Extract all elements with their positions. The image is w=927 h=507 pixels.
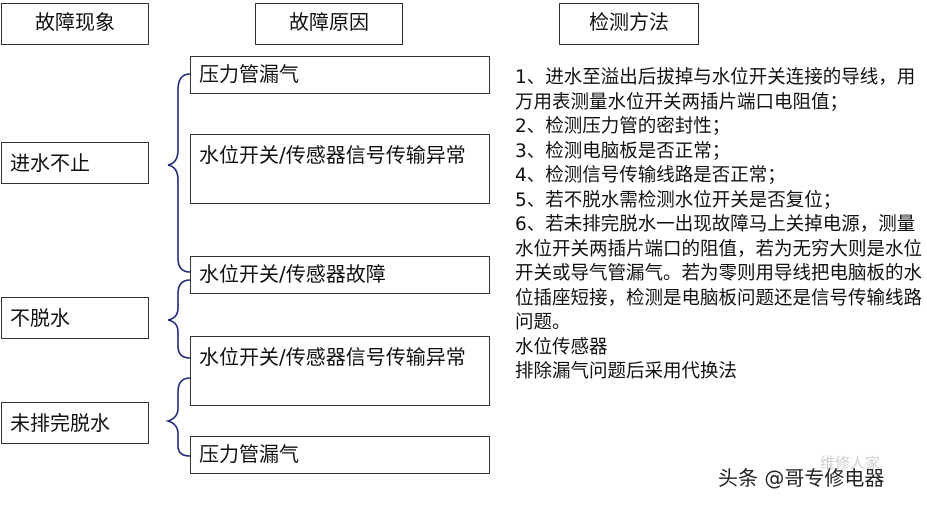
detection-methods: 1、进水至溢出后拔掉与水位开关连接的导线，用万用表测量水位开关两插片端口电阻值；…: [515, 66, 925, 385]
brace-no-spin: [167, 279, 191, 359]
method-item: 4、检测信号传输线路是否正常；: [515, 165, 786, 186]
cause-label-4: 压力管漏气: [199, 442, 299, 466]
method-item: 水位传感器: [515, 336, 608, 358]
watermark: 头条 @哥专修电器: [718, 466, 885, 490]
brace-spin-before-drain: [165, 377, 191, 457]
method-item: 排除漏气问题后采用代换法: [515, 361, 738, 382]
cause-label-1: 水位开关/传感器信号传输异常: [199, 143, 466, 167]
header-method-label: 检测方法: [589, 10, 669, 34]
method-item: 3、检测电脑板是否正常；: [515, 140, 731, 162]
cause-label-3: 水位开关/传感器信号传输异常: [199, 345, 466, 369]
header-method: 检测方法: [559, 3, 699, 45]
phenomenon-label-0: 进水不止: [10, 151, 90, 175]
watermark-ghost: 维修人家: [820, 454, 881, 472]
cause-signal-transmission-2: 水位开关/传感器信号传输异常: [190, 336, 490, 406]
phenomenon-no-stop-water: 进水不止: [1, 142, 149, 184]
cause-pressure-tube-leak-1: 压力管漏气: [190, 56, 490, 94]
cause-pressure-tube-leak-2: 压力管漏气: [190, 436, 490, 474]
cause-label-0: 压力管漏气: [199, 62, 299, 86]
phenomenon-no-spin: 不脱水: [1, 297, 149, 339]
header-cause-label: 故障原因: [289, 10, 369, 34]
cause-label-2: 水位开关/传感器故障: [199, 262, 386, 286]
method-item: 1、进水至溢出后拔掉与水位开关连接的导线，用万用表测量水位开关两插片端口电阻值；: [515, 67, 916, 113]
brace-no-stop-water: [167, 73, 191, 273]
phenomenon-spin-before-drain: 未排完脱水: [1, 402, 149, 444]
header-cause: 故障原因: [255, 3, 403, 45]
cause-sensor-failure: 水位开关/传感器故障: [190, 256, 490, 294]
header-phenomenon-label: 故障现象: [35, 10, 115, 34]
method-item: 2、检测压力管的密封性；: [515, 116, 731, 137]
method-item: 6、若未排完脱水一出现故障马上关掉电源，测量水位开关两插片端口的阻值，若为无穷大…: [515, 214, 923, 333]
phenomenon-label-1: 不脱水: [10, 306, 70, 330]
method-item: 5、若不脱水需检测水位开关是否复位；: [515, 189, 842, 211]
cause-signal-transmission-1: 水位开关/传感器信号传输异常: [190, 134, 490, 204]
header-phenomenon: 故障现象: [1, 3, 149, 45]
phenomenon-label-2: 未排完脱水: [10, 411, 110, 435]
